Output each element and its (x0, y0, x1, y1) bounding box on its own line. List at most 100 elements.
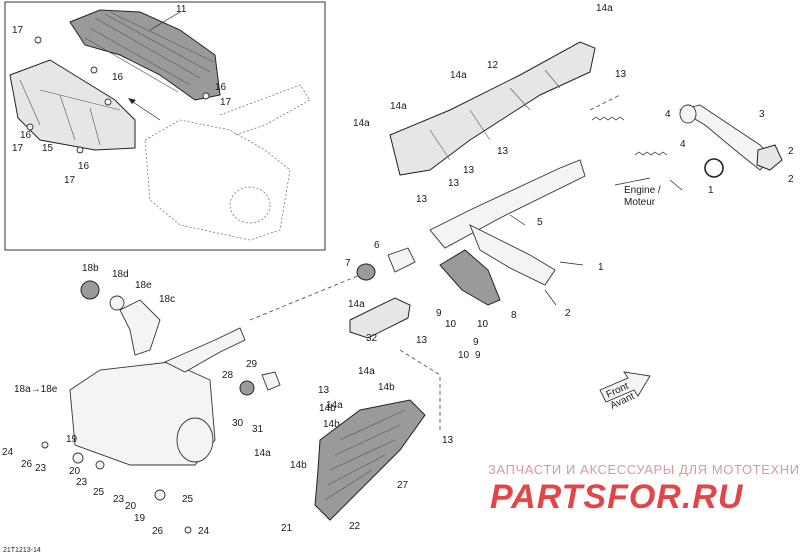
callout-14b: 14b (323, 419, 340, 430)
callout-14a: 14a (326, 400, 343, 411)
watermark-logo: PARTSFOR.RU (490, 478, 744, 516)
callout-10: 10 (477, 319, 489, 330)
washer-19a (72, 452, 84, 464)
callout-28: 28 (222, 370, 234, 381)
callout-14a: 14a (390, 101, 407, 112)
callout-6: 6 (374, 240, 380, 251)
cover-part-8 (439, 249, 501, 306)
nut-20a (95, 460, 105, 470)
shield-27-ribs (324, 409, 406, 501)
callout-18d: 18d (112, 269, 129, 280)
callout-9: 9 (475, 350, 481, 361)
fastener-17c (26, 123, 34, 131)
callout-29: 29 (246, 359, 258, 370)
callout-14a: 14a (450, 70, 467, 81)
callout-14a: 14a (348, 299, 365, 310)
pipe-3-end (679, 104, 697, 124)
callout-17: 17 (12, 143, 24, 154)
callout-18b: 18b (82, 263, 99, 274)
heat-shield-part-12 (389, 41, 596, 176)
callout-15: 15 (42, 143, 54, 154)
heat-shield-part-27 (314, 399, 426, 521)
grommet-18b (80, 280, 100, 300)
callout-8: 8 (511, 310, 517, 321)
callout-20: 20 (125, 501, 137, 512)
callout-23: 23 (113, 494, 125, 505)
callout-13: 13 (448, 178, 460, 189)
spring-part-4a (591, 116, 625, 121)
callout-13: 13 (416, 335, 428, 346)
bracket-part-29 (261, 371, 281, 391)
callout-13: 13 (497, 146, 509, 157)
callout-14b: 14b (290, 460, 307, 471)
callout-17: 17 (220, 97, 232, 108)
callout-16: 16 (112, 72, 124, 83)
callout-9: 9 (436, 308, 442, 319)
flange-18d (109, 295, 125, 311)
callout-24: 24 (2, 447, 14, 458)
fastener-16e (76, 146, 84, 154)
bolt-24b (184, 526, 192, 534)
callout-13: 13 (615, 69, 627, 80)
bracket-part-32 (349, 297, 411, 339)
inset-arrow-head (128, 98, 136, 104)
callout-13: 13 (442, 435, 454, 446)
callout-2: 2 (788, 174, 794, 185)
inset-panel (4, 1, 326, 251)
grommet-part-28 (239, 380, 255, 396)
muffler-ghost-outline (144, 119, 291, 241)
callout-14a: 14a (596, 3, 613, 14)
fastener-16b (104, 98, 112, 106)
callout-19: 19 (66, 434, 78, 445)
bolt-24a (41, 441, 49, 449)
callout-26: 26 (21, 459, 33, 470)
heat-shield-ribs (84, 11, 215, 93)
callout-23: 23 (35, 463, 47, 474)
callout-22: 22 (349, 521, 361, 532)
clamp-part-7 (356, 263, 376, 281)
callout-16: 16 (20, 130, 32, 141)
assembly-line-3 (399, 349, 441, 430)
callout-18e: 18e (135, 280, 152, 291)
callout-25: 25 (93, 487, 105, 498)
callout-14b: 14b (319, 403, 336, 414)
gasket-part-6 (387, 247, 416, 273)
inset-frame (4, 1, 326, 251)
callout-11: 11 (176, 4, 187, 15)
callout-17: 17 (12, 25, 24, 36)
callout-26: 26 (152, 526, 164, 537)
fastener-17b (202, 92, 210, 100)
fastener-16a (90, 66, 98, 74)
engine-note-line1: Engine / (624, 185, 661, 196)
callout-25: 25 (182, 494, 194, 505)
callout-14a: 14a (254, 448, 271, 459)
spring-part-4b (634, 151, 668, 156)
callout-10: 10 (445, 319, 457, 330)
callout-9: 9 (473, 337, 479, 348)
callout-20: 20 (69, 466, 81, 477)
muffler-outlet (176, 417, 214, 463)
callout-31: 31 (252, 424, 264, 435)
callout-14b: 14b (378, 382, 395, 393)
muffler-cover-part-15 (9, 59, 136, 151)
gasket-part-1 (704, 158, 724, 178)
engine-note-line2: Moteur (624, 197, 656, 208)
outlet-ghost (229, 186, 271, 224)
inset-arrow (129, 99, 161, 121)
flange-3 (756, 144, 783, 171)
washer-19b (154, 489, 166, 501)
callout-5: 5 (537, 217, 543, 228)
inlet-pipe-ghost (219, 84, 311, 136)
callout-24: 24 (198, 526, 210, 537)
callout-2: 2 (565, 308, 571, 319)
watermark-tagline: ЗАПЧАСТИ И АКСЕССУАРЫ ДЛЯ МОТОТЕХНИКИ (488, 462, 800, 477)
muffler-inlet-pipe (163, 327, 246, 373)
exhaust-pipe-5-lower (469, 224, 556, 286)
callout-1: 1 (598, 262, 604, 273)
callout-1: 1 (708, 185, 714, 196)
callout-12: 12 (487, 60, 499, 71)
callout-18c: 18c (159, 294, 175, 305)
exhaust-pipe-part-5 (429, 159, 586, 249)
bracket-12-slots (429, 69, 561, 161)
